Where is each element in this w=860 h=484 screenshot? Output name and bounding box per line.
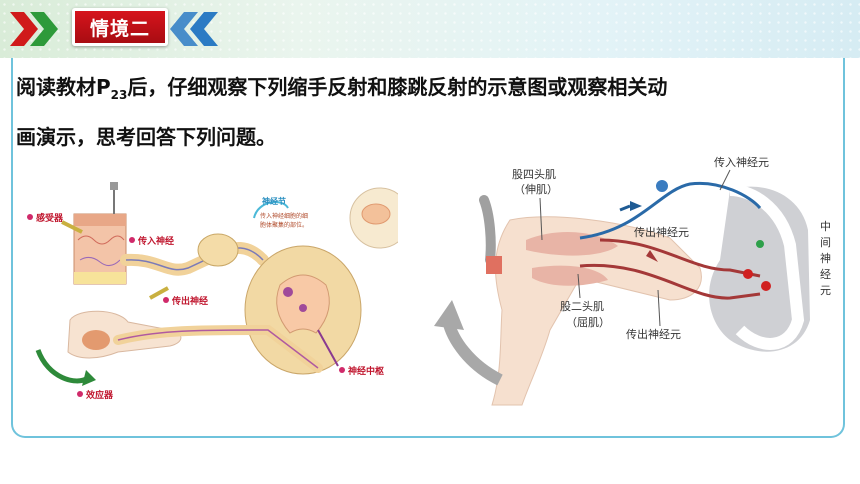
label-quadriceps: 股四头肌 — [512, 168, 556, 181]
intro-line1-start: 阅读教材P — [16, 75, 111, 99]
label-quadriceps-sub: （伸肌） — [514, 183, 558, 196]
label-efferent-nerve: 传出神经 — [171, 295, 208, 307]
label-afferent-neuron: 传入神经元 — [714, 155, 769, 169]
withdrawal-reflex-diagram: 感受器 传入神经 传出神经 效应器 神经节 传入神经细胞的细 胞体聚集的部位。 … — [27, 182, 398, 401]
intro-page-sub: 23 — [110, 88, 128, 102]
label-efferent-neuron-a: 传出神经元 — [634, 225, 689, 239]
label-interneuron-3: 神 — [820, 251, 831, 265]
label-ganglion-note-2: 胞体聚集的部位。 — [260, 221, 308, 229]
chevron-left-icon — [170, 12, 218, 46]
label-biceps-sub: （屈肌） — [566, 316, 610, 329]
label-afferent-nerve: 传入神经 — [137, 235, 174, 247]
label-interneuron-1: 中 — [820, 220, 831, 233]
chevron-right-icon — [10, 12, 58, 46]
label-efferent-neuron-b: 传出神经元 — [626, 327, 681, 341]
label-biceps: 股二头肌 — [560, 300, 604, 313]
section-badge-label: 情境二 — [89, 17, 150, 40]
label-interneuron-5: 元 — [820, 284, 831, 297]
label-interneuron-4: 经 — [820, 268, 831, 281]
intro-line1-rest: 后，仔细观察下列缩手反射和膝跳反射的示意图或观察相关动 — [127, 75, 668, 99]
label-effector: 效应器 — [86, 389, 114, 401]
knee-jerk-reflex-diagram: 股四头肌 （伸肌） 传入神经元 传出神经元 中 间 神 经 元 股二头肌 （屈肌… — [434, 155, 831, 406]
label-nerve-center: 神经中枢 — [348, 365, 384, 377]
section-badge: 情境二 — [72, 8, 168, 46]
label-interneuron-2: 间 — [820, 236, 831, 249]
intro-line2: 画演示，思考回答下列问题。 — [16, 125, 276, 149]
intro-text: 阅读教材P23后，仔细观察下列缩手反射和膝跳反射的示意图或观察相关动 画演示，思… — [16, 66, 846, 158]
label-receptor: 感受器 — [36, 212, 64, 224]
label-ganglion-note-1: 传入神经细胞的细 — [260, 212, 308, 220]
label-ganglion: 神经节 — [262, 196, 286, 206]
content-panel — [11, 58, 845, 438]
